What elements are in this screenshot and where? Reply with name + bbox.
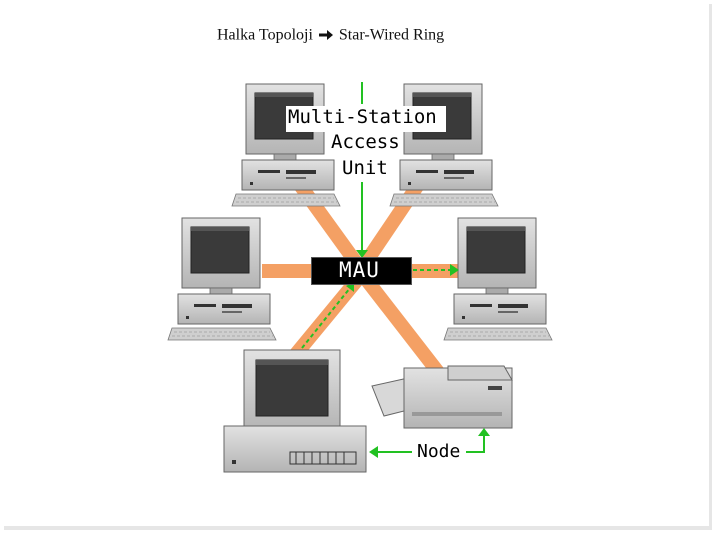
arrowhead-right-icon (450, 264, 459, 276)
title-right: Star-Wired Ring (338, 26, 445, 44)
arrowhead-up-icon (478, 428, 490, 436)
computer-mid-left (167, 217, 277, 341)
left-to-mau-arrow (301, 287, 351, 349)
printer-bottom-right (371, 365, 513, 429)
slide-title: Halka Topoloji Star-Wired Ring (217, 26, 444, 44)
msau-label-background (286, 106, 446, 132)
node-label: Node (417, 441, 461, 462)
computer-top-right (389, 83, 499, 207)
msau-label-line1: Multi-Station (288, 106, 437, 128)
msau-label-line3: Unit (342, 157, 388, 179)
title-left: Halka Topoloji (217, 26, 313, 44)
mau-hub (311, 257, 412, 285)
cable-bottom-right (356, 269, 444, 377)
arrowhead-left-icon (369, 446, 378, 458)
node-pointer-line-right (466, 434, 485, 453)
arrowhead-down-icon (356, 250, 368, 258)
arrows (301, 82, 485, 453)
computer-mid-right (443, 217, 553, 341)
right-arrow-icon (318, 30, 333, 41)
computer-top-left (231, 83, 341, 207)
computer-bottom-left (223, 349, 367, 473)
mau-label: MAU (339, 258, 380, 282)
slide-border (4, 4, 712, 530)
msau-label-line2: Access (331, 131, 400, 153)
